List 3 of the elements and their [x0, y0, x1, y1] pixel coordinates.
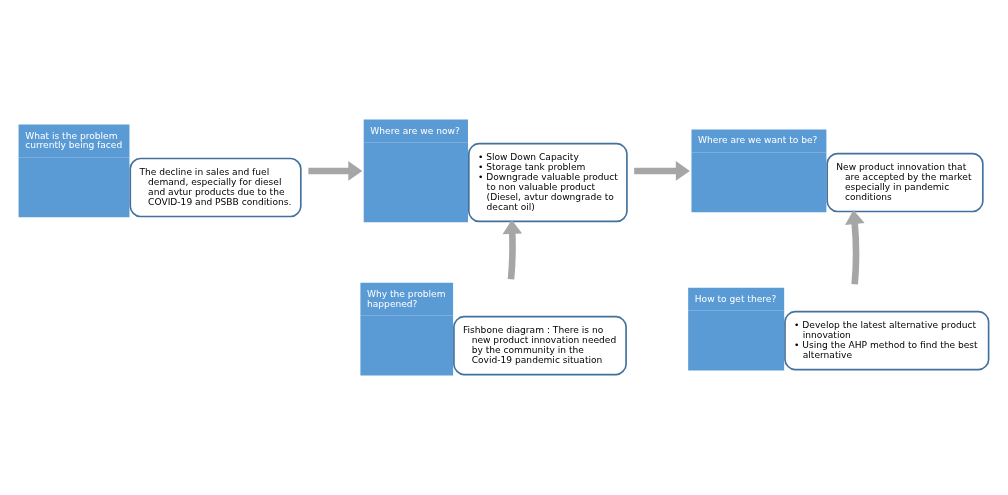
arrow [845, 210, 865, 285]
arrow [502, 219, 523, 280]
arrow [308, 161, 363, 181]
